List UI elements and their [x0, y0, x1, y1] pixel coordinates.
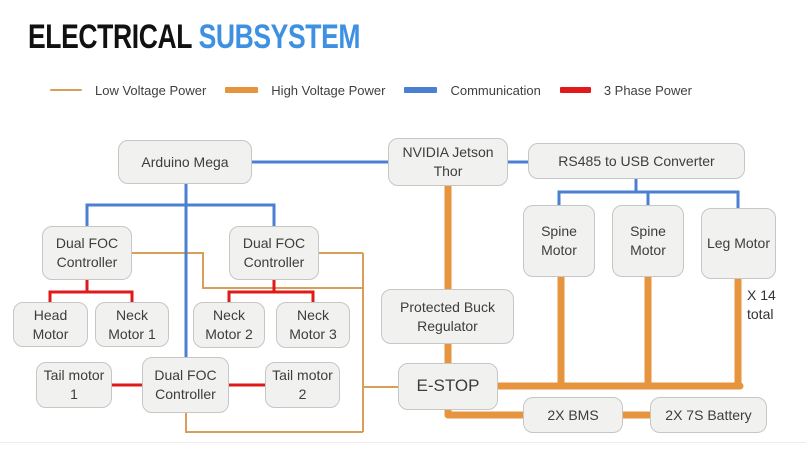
- legend-label: Low Voltage Power: [95, 82, 207, 98]
- node-label: Spine Motor: [541, 223, 577, 258]
- communication-line-swatch: [404, 87, 438, 93]
- node-arduino-mega: Arduino Mega: [118, 140, 252, 184]
- node-label: RS485 to USB Converter: [558, 152, 715, 169]
- legend-item-high-voltage: High Voltage Power: [225, 83, 385, 98]
- node-spine-motor-1: Spine Motor: [523, 205, 595, 277]
- page-title-part2: SUBSYSTEM: [198, 18, 361, 56]
- node-label: NVIDIA Jetson Thor: [402, 144, 494, 179]
- low-voltage-line-swatch: [50, 89, 82, 91]
- edge-dfc1-lv: [132, 252, 363, 289]
- node-neck-motor-2: Neck Motor 2: [193, 302, 265, 348]
- node-label: Leg Motor: [706, 235, 771, 252]
- node-2x-7s-battery: 2X 7S Battery: [650, 397, 767, 433]
- node-protected-buck-regulator: Protected Buck Regulator: [381, 289, 514, 344]
- three-phase-line-swatch: [559, 87, 591, 93]
- node-tail-motor-2: Tail motor 2: [265, 362, 340, 408]
- leg-motor-count-note: X 14 total: [747, 287, 776, 322]
- legend: Low Voltage Power High Voltage Power Com…: [50, 80, 710, 100]
- node-e-stop: E-STOP: [398, 363, 498, 410]
- node-label: 2X 7S Battery: [665, 406, 752, 423]
- node-label: Tail motor 1: [43, 367, 105, 402]
- node-label: Dual FOC Controller: [55, 235, 119, 270]
- node-dual-foc-controller-2: Dual FOC Controller: [229, 226, 319, 280]
- node-label: Protected Buck Regulator: [400, 298, 495, 334]
- legend-item-communication: Communication: [404, 82, 541, 98]
- legend-label: 3 Phase Power: [603, 82, 692, 98]
- legend-item-low-voltage: Low Voltage Power: [50, 83, 206, 98]
- node-leg-motor: Leg Motor: [701, 208, 776, 279]
- node-label: Spine Motor: [630, 223, 666, 258]
- node-dual-foc-controller-3: Dual FOC Controller: [142, 357, 229, 413]
- node-label: Head Motor: [32, 306, 69, 342]
- edge-dfc2-neck2-neck3: [227, 290, 315, 303]
- legend-label: High Voltage Power: [271, 82, 386, 98]
- legend-label: Communication: [450, 82, 541, 98]
- node-label: Dual FOC Controller: [154, 367, 217, 402]
- node-tail-motor-1: Tail motor 1: [36, 362, 112, 408]
- node-neck-motor-1: Neck Motor 1: [95, 302, 169, 347]
- edge-dfc3-lv: [185, 413, 363, 433]
- slide-bottom-divider: [0, 442, 806, 443]
- node-label: E-STOP: [416, 376, 480, 396]
- low-voltage-lines: [132, 252, 398, 433]
- node-2x-bms: 2X BMS: [523, 397, 623, 433]
- three-phase-lines: [48, 280, 315, 387]
- node-nvidia-jetson-thor: NVIDIA Jetson Thor: [388, 138, 508, 186]
- node-head-motor: Head Motor: [13, 302, 88, 347]
- edge-dfc1-head-neck1: [48, 290, 134, 303]
- high-voltage-line-swatch: [225, 87, 259, 93]
- node-label: Dual FOC Controller: [242, 235, 306, 270]
- legend-item-three-phase: 3 Phase Power: [559, 82, 692, 98]
- node-neck-motor-3: Neck Motor 3: [276, 302, 350, 348]
- edge-arduino-dfc1-dfc2: [85, 203, 276, 226]
- page-title-part1: ELECTRICAL: [28, 18, 192, 56]
- node-label: Neck Motor 2: [205, 307, 253, 342]
- node-spine-motor-2: Spine Motor: [612, 205, 684, 277]
- communication-lines: [85, 160, 740, 357]
- node-label: Neck Motor 1: [108, 306, 156, 342]
- node-rs485-usb-converter: RS485 to USB Converter: [528, 143, 745, 179]
- node-label: 2X BMS: [547, 406, 599, 423]
- page-title: ELECTRICAL SUBSYSTEM: [28, 20, 360, 54]
- node-dual-foc-controller-1: Dual FOC Controller: [42, 226, 132, 280]
- node-label: Arduino Mega: [141, 153, 229, 170]
- node-label: Neck Motor 3: [289, 307, 337, 342]
- node-label: Tail motor 2: [272, 367, 333, 402]
